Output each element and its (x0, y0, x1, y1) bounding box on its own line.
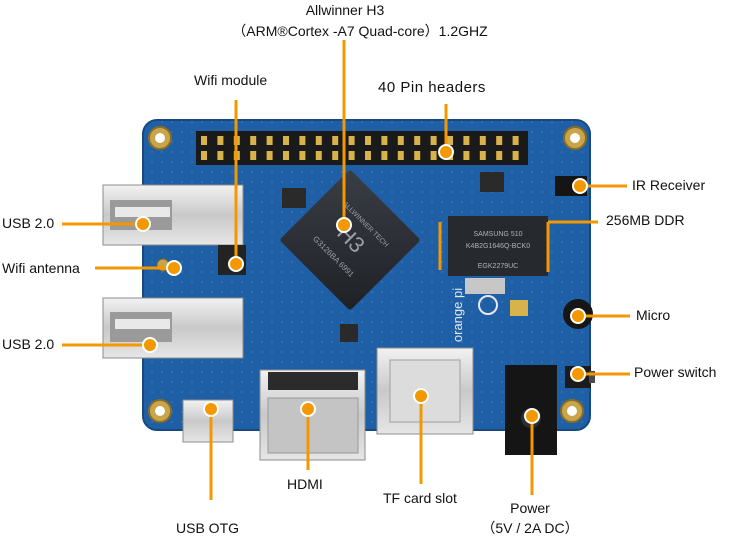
header-pin (266, 136, 273, 145)
header-pin (430, 136, 437, 145)
header-pin (397, 151, 404, 160)
ram-text-line1: SAMSUNG 510 (473, 231, 522, 238)
header-pin (381, 136, 388, 145)
label-ir-receiver: IR Receiver (632, 177, 706, 193)
label-ddr: 256MB DDR (606, 212, 685, 228)
header-pin (250, 151, 257, 160)
header-pin (414, 136, 421, 145)
header-pin (414, 151, 421, 160)
header-pin (332, 136, 339, 145)
header-pin (496, 136, 503, 145)
orange-pi-logo: orange pi (450, 288, 498, 342)
header-pin (283, 136, 289, 145)
header-pin (283, 151, 289, 160)
label-usb-otg: USB OTG (176, 520, 240, 536)
header-pin (479, 136, 486, 145)
ddr-ram-chip: SAMSUNG 510 K4B2G1646Q-BCK0 EGK2279UC (448, 216, 548, 276)
header-pin (447, 136, 453, 145)
label-hdmi: HDMI (287, 476, 323, 492)
header-pin (381, 151, 388, 160)
header-pin (430, 151, 437, 160)
label-power-line1: Power (510, 500, 550, 516)
header-pin (463, 136, 470, 145)
header-pin (266, 151, 273, 160)
label-micro: Micro (636, 307, 671, 323)
pin-header-40 (196, 131, 528, 165)
usb-port-bottom (102, 297, 244, 359)
label-pin-headers: 40 Pin headers (378, 79, 486, 96)
label-cpu-line2: （ARM®Cortex -A7 Quad-core）1.2GHZ (232, 23, 488, 39)
header-pin (315, 136, 322, 145)
ram-text-line2: K4B2G1646Q-BCK0 (466, 243, 530, 250)
usb-otg-port (182, 399, 234, 443)
label-cpu-line1: Allwinner H3 (305, 2, 385, 18)
header-pin (348, 136, 355, 145)
ram-text-line3: EGK2279UC (478, 263, 518, 270)
header-pin (315, 151, 322, 160)
usb-port-top (102, 184, 244, 246)
leader-lines (62, 40, 630, 500)
header-pin (512, 136, 519, 145)
header-pin (299, 136, 306, 145)
label-power-line2: （5V / 2A DC） (481, 520, 579, 536)
header-pin (365, 151, 371, 160)
label-wifi-module: Wifi module (194, 72, 268, 88)
header-pin (250, 136, 257, 145)
header-pin (217, 151, 224, 160)
header-pin (512, 151, 519, 160)
logo-text: orange pi (450, 288, 465, 342)
header-pin (397, 136, 404, 145)
header-pin (365, 136, 371, 145)
header-pin (496, 151, 503, 160)
header-pin (201, 151, 207, 160)
header-pin (217, 136, 224, 145)
header-pin (332, 151, 339, 160)
header-pin (201, 136, 207, 145)
header-pin (479, 151, 486, 160)
small-components (282, 172, 528, 342)
leader-dots (135, 144, 588, 424)
label-usb-top: USB 2.0 (2, 215, 55, 231)
header-pin (348, 151, 355, 160)
label-wifi-antenna: Wifi antenna (2, 260, 80, 276)
label-tf-card-slot: TF card slot (383, 490, 457, 506)
label-power-switch: Power switch (634, 364, 717, 380)
header-pin (299, 151, 306, 160)
header-pin (463, 151, 470, 160)
label-usb-bottom: USB 2.0 (2, 336, 55, 352)
